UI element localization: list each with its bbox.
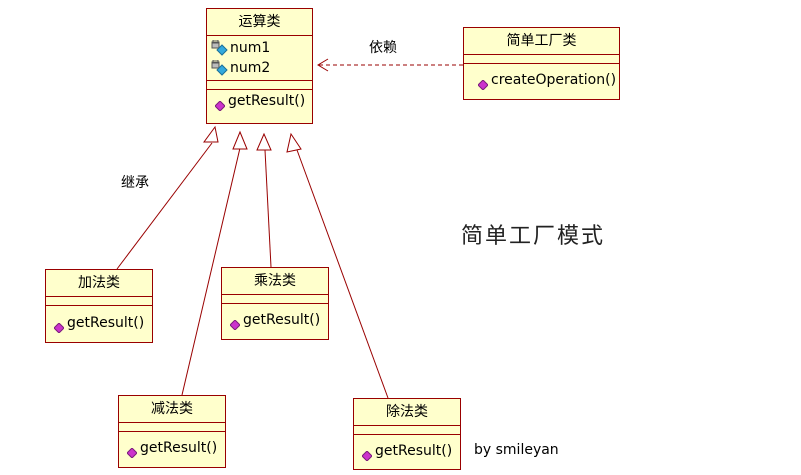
operation-list: getResult() — [354, 435, 460, 462]
inheritance-div — [286, 132, 389, 399]
class-name: 简单工厂类 — [464, 28, 619, 55]
class-sub[interactable]: 减法类 getResult() — [118, 395, 226, 468]
attribute-name: num1 — [230, 40, 271, 56]
inheritance-arrowhead-mul — [256, 132, 272, 151]
attribute-list: num1 num2 — [207, 36, 312, 81]
compartment-divider — [464, 55, 619, 64]
class-name: 减法类 — [119, 396, 225, 423]
operation-row: getResult() — [214, 90, 312, 112]
inheritance-mul — [256, 132, 272, 268]
operation-name: getResult() — [228, 93, 306, 109]
inheritance-sub — [181, 130, 248, 396]
inheritance-line-sub — [181, 147, 241, 396]
inheritance-label: 继承 — [121, 175, 149, 191]
operation-name: getResult() — [67, 315, 145, 331]
attribute-row: num1 — [211, 38, 312, 58]
class-operation[interactable]: 运算类 num1 — [206, 8, 313, 124]
operation-row: getResult() — [126, 437, 225, 459]
compartment-divider — [46, 297, 152, 306]
attribute-row: num2 — [211, 58, 312, 78]
operation-row: getResult() — [361, 440, 460, 462]
operation-name: getResult() — [243, 312, 321, 328]
inheritance-arrowhead-div — [286, 132, 302, 153]
pattern-title: 简单工厂模式 — [461, 224, 606, 249]
inheritance-line-add — [116, 142, 213, 270]
operation-list: getResult() — [207, 90, 312, 112]
author-credit: by smileyan — [474, 442, 559, 458]
class-name: 乘法类 — [222, 268, 328, 295]
compartment-divider — [354, 426, 460, 435]
public-operation-icon — [229, 315, 241, 331]
operation-row: createOperation() — [477, 69, 619, 91]
class-name: 加法类 — [46, 270, 152, 297]
class-add[interactable]: 加法类 getResult() — [45, 269, 153, 343]
inheritance-line-mul — [264, 149, 272, 268]
operation-name: getResult() — [375, 443, 453, 459]
operation-row: getResult() — [53, 312, 152, 334]
public-operation-icon — [361, 446, 373, 462]
operation-list: getResult() — [222, 304, 328, 331]
operation-row: getResult() — [229, 309, 328, 331]
public-operation-icon — [477, 75, 489, 91]
class-name: 运算类 — [207, 9, 312, 36]
public-operation-icon — [214, 96, 226, 112]
compartment-divider — [119, 423, 225, 432]
inheritance-add — [116, 125, 219, 270]
operation-list: getResult() — [119, 432, 225, 459]
class-div[interactable]: 除法类 getResult() — [353, 398, 461, 470]
class-mul[interactable]: 乘法类 getResult() — [221, 267, 329, 340]
dependency-arrowhead — [317, 58, 329, 72]
class-name: 除法类 — [354, 399, 460, 426]
operation-list: getResult() — [46, 306, 152, 334]
inheritance-line-div — [296, 149, 389, 399]
private-attribute-icon — [211, 39, 229, 56]
operation-list: createOperation() — [464, 64, 619, 91]
compartment-divider — [222, 295, 328, 304]
inheritance-arrowhead-sub — [232, 130, 248, 150]
dependency-label: 依赖 — [369, 40, 397, 56]
attribute-name: num2 — [230, 60, 271, 76]
dependency-connector — [317, 58, 463, 72]
inheritance-arrowhead-add — [203, 125, 219, 143]
public-operation-icon — [53, 318, 65, 334]
operation-name: getResult() — [140, 440, 218, 456]
operation-name: createOperation() — [491, 72, 617, 88]
public-operation-icon — [126, 443, 138, 459]
class-factory[interactable]: 简单工厂类 createOperation() — [463, 27, 620, 100]
private-attribute-icon — [211, 59, 229, 76]
compartment-divider — [207, 81, 312, 90]
